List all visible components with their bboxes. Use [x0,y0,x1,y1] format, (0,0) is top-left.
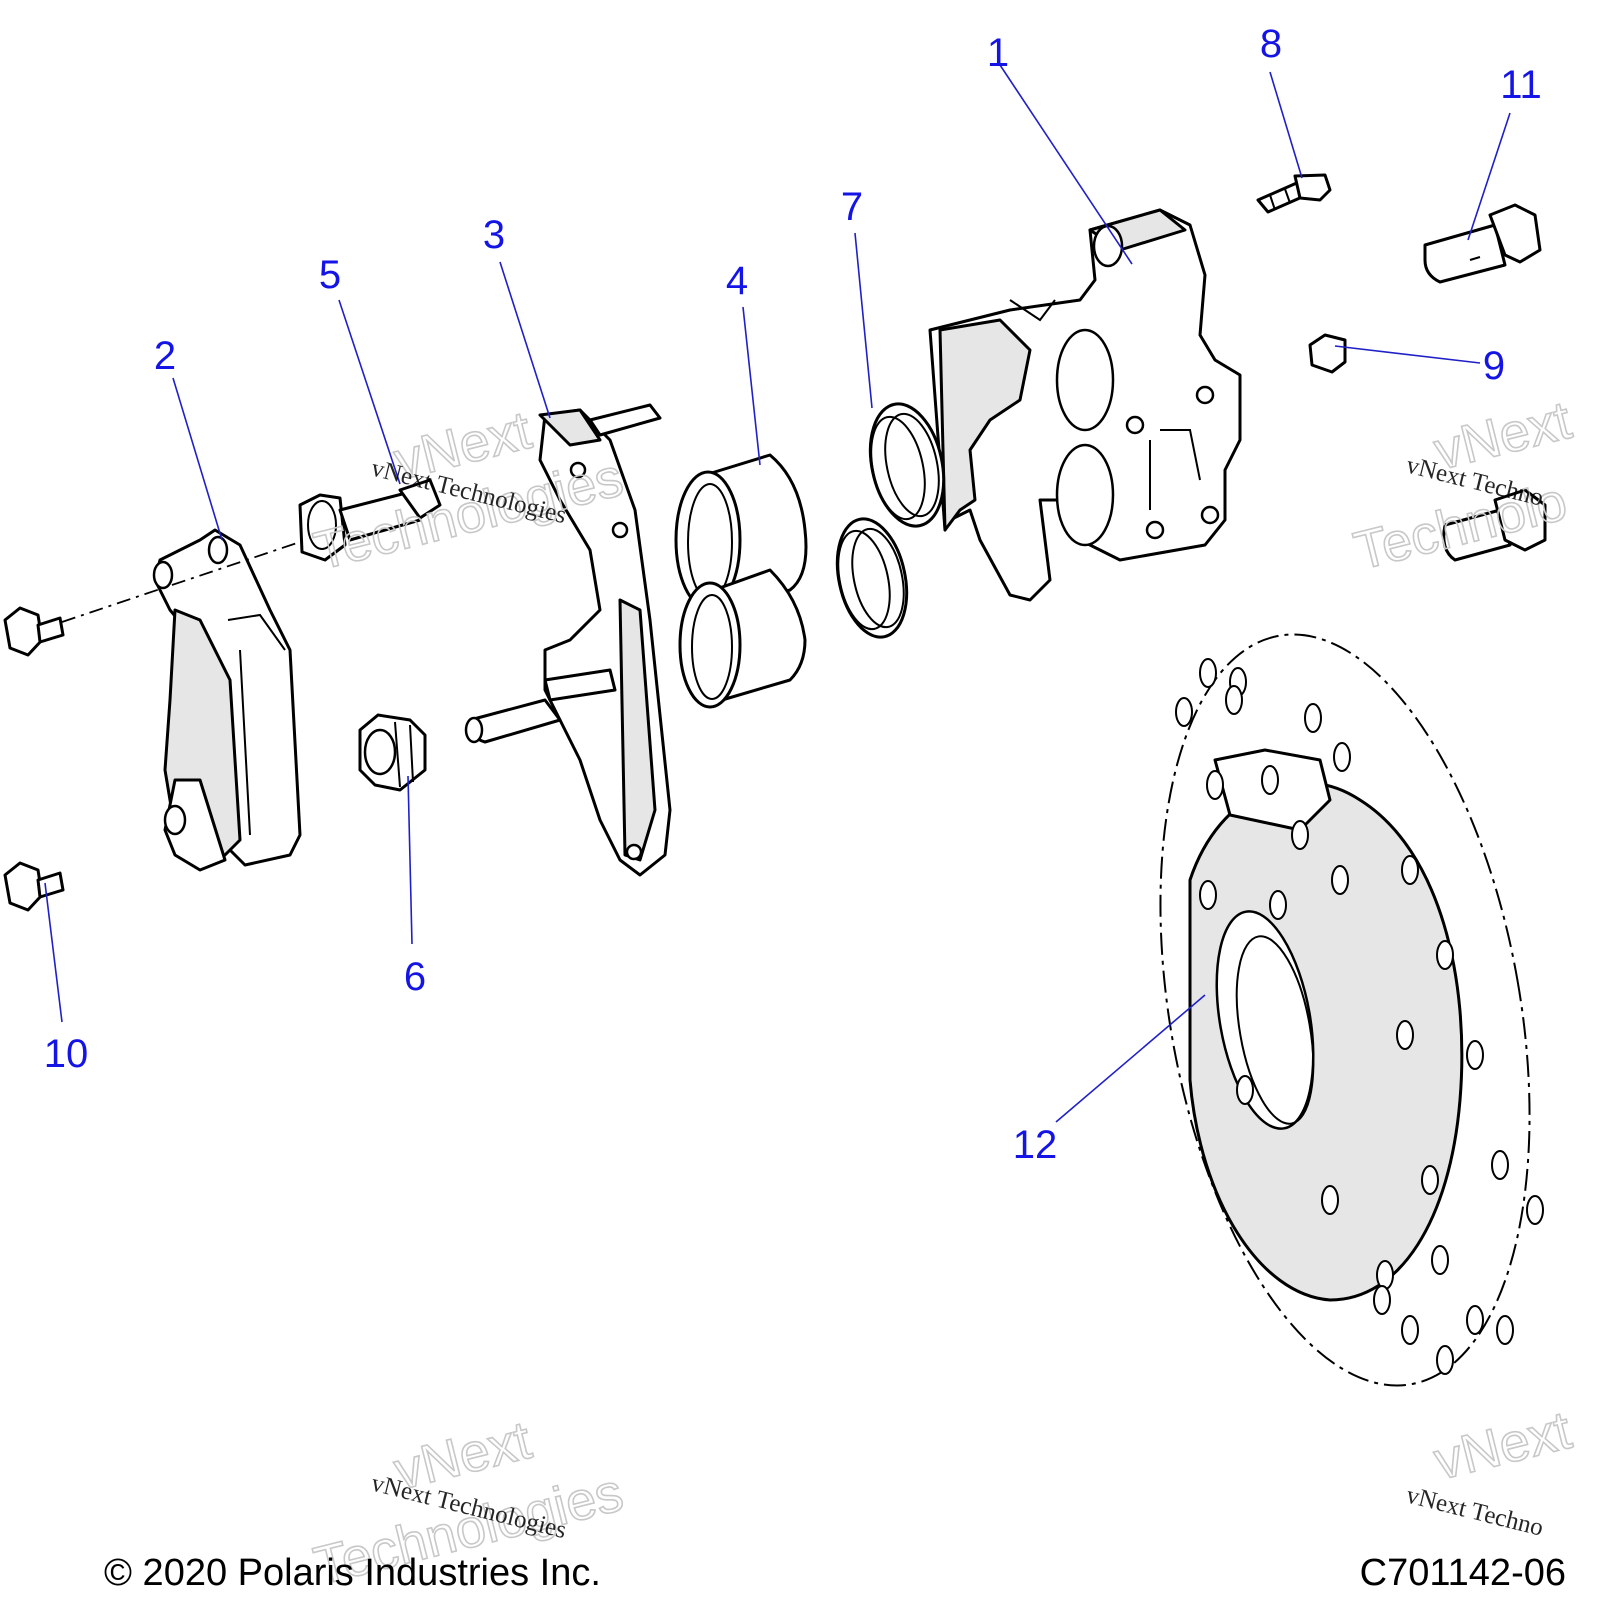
leader-line-5 [338,299,401,485]
callout-labels: 1 2 3 4 5 6 7 8 9 10 11 12 [44,22,1542,1167]
guide-pin-boot-part [358,713,427,792]
caliper-plug-part [1308,333,1347,374]
callout-label-3: 3 [483,213,505,257]
leader-line-10 [44,882,63,1023]
callout-label-4: 4 [726,259,748,303]
callout-label-8: 8 [1260,22,1282,66]
bleeder-valve-part [1256,173,1332,214]
brake-disc-part [1159,633,1544,1387]
watermark-line: vNext Techno [1404,1482,1546,1542]
watermark-big-top: vNext [1428,1400,1576,1492]
leader-line-7 [854,232,873,409]
callout-label-10: 10 [44,1032,89,1076]
leader-line-3 [499,261,551,419]
copyright-notice: © 2020 Polaris Industries Inc. [104,1552,601,1594]
guide-pin-part [298,478,442,562]
piston-seal-part [835,402,946,639]
callout-label-2: 2 [154,334,176,378]
callout-label-1: 1 [987,31,1009,75]
callout-label-9: 9 [1483,344,1505,388]
mounting-bolt-upper-part [1423,203,1542,284]
caliper-bracket-part [464,403,672,877]
callout-label-6: 6 [404,955,426,999]
alignment-centerline [61,541,301,623]
watermark-bottom-right: vNext vNext Techno [1404,1399,1578,1542]
mounting-bolt-right-part [1442,488,1547,562]
leader-lines [44,64,1511,1123]
leader-line-8 [1269,71,1303,179]
leader-line-2 [172,377,223,541]
leader-line-4 [742,306,761,466]
brake-pad-part [152,528,302,872]
leader-line-6 [407,775,413,945]
caliper-piston-part [674,453,808,709]
callout-label-11: 11 [1500,63,1542,107]
leader-line-11 [1467,112,1511,241]
leader-line-9 [1334,345,1481,364]
drawing-code: C701142-06 [1359,1552,1566,1594]
callout-label-7: 7 [841,185,863,229]
watermark-right: vNext Technolo vNext Techno [1348,389,1578,582]
callout-label-12: 12 [1013,1123,1058,1167]
leader-line-12 [1055,994,1206,1123]
pad-bolt-part [3,606,65,912]
leader-line-1 [999,64,1133,265]
callout-label-5: 5 [319,253,341,297]
caliper-body-part [928,208,1242,602]
